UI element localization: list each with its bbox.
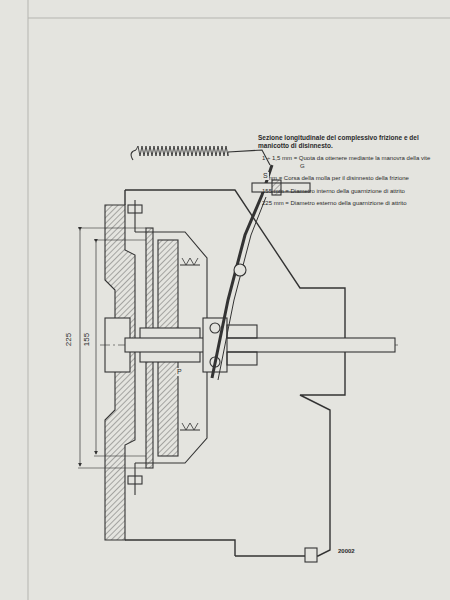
bell-housing — [125, 190, 345, 338]
drawing-title: Sezione longitudinale del complessivo fr… — [258, 134, 436, 150]
note-text: 8 mm = Corsa della molla per il disinnes… — [262, 175, 432, 183]
spring-hook — [131, 150, 136, 160]
input-shaft — [125, 338, 395, 352]
dimension-value: 225 — [64, 331, 73, 348]
note-text: 225 mm = Diametro esterno della guarnizi… — [262, 200, 432, 208]
page-fold — [28, 0, 29, 600]
flywheel — [105, 205, 135, 540]
drain-plug — [305, 548, 317, 562]
dimension-line — [96, 242, 97, 454]
figure-number: 20002 — [338, 548, 355, 555]
extension-lines — [78, 228, 146, 468]
page-edge — [28, 18, 450, 19]
note-text: 1 ÷ 1,5 mm = Quota da ottenere mediante … — [262, 155, 432, 170]
part-letter: S — [262, 172, 269, 180]
dimension-line — [80, 230, 81, 466]
release-fork — [212, 165, 272, 378]
fork-pivot — [234, 264, 246, 276]
return-spring — [136, 146, 228, 156]
part-letter: P — [176, 368, 183, 376]
note-text: 155 mm = Diametro interno della guarnizi… — [262, 188, 432, 196]
dimension-value: 155 — [82, 331, 91, 348]
